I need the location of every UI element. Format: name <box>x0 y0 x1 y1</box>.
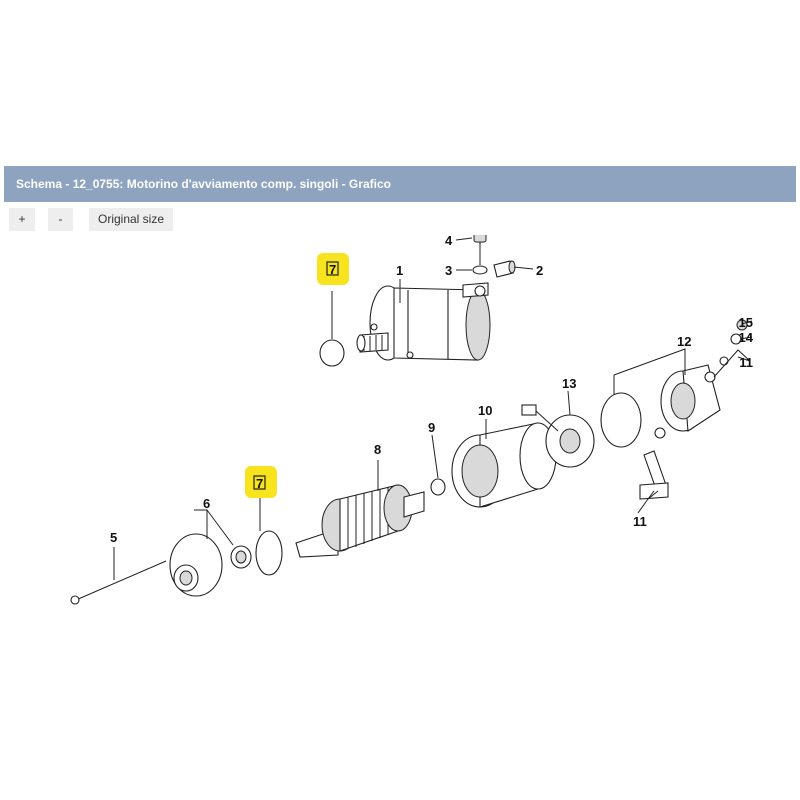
zoom-out-button[interactable]: - <box>48 208 73 231</box>
callout-9[interactable]: 9 <box>428 420 435 435</box>
part-6-drawing[interactable] <box>169 533 252 597</box>
starter-motor-drawing[interactable] <box>356 282 491 361</box>
callout-11-lower[interactable]: 11 <box>633 514 647 529</box>
diagram-svg: 1 2 3 4 5 6 7 7 8 9 10 11 11 12 13 14 15 <box>70 235 753 605</box>
zoom-in-button[interactable]: + <box>9 208 35 231</box>
part-8-armature[interactable] <box>295 484 425 558</box>
part-7-oring-top[interactable] <box>319 339 345 367</box>
callout-8[interactable]: 8 <box>374 442 381 457</box>
highlight-box-7-top <box>317 253 349 285</box>
callout-7-top[interactable]: 7 <box>329 262 336 277</box>
part-12-end-housing[interactable] <box>600 364 721 448</box>
leader-lines <box>113 237 753 580</box>
part-9-drawing[interactable] <box>430 478 446 496</box>
callout-1[interactable]: 1 <box>396 263 403 278</box>
part-4-drawing[interactable] <box>473 235 487 265</box>
callout-6[interactable]: 6 <box>203 496 210 511</box>
callout-box-7-top <box>326 261 339 276</box>
callout-4[interactable]: 4 <box>445 235 453 248</box>
callout-10[interactable]: 10 <box>478 403 492 418</box>
callout-11-upper[interactable]: 11 <box>739 355 753 370</box>
callout-3[interactable]: 3 <box>445 263 452 278</box>
callout-15[interactable]: 15 <box>739 315 753 330</box>
callout-14[interactable]: 14 <box>739 330 753 345</box>
part-15-drawing[interactable] <box>736 319 748 331</box>
highlight-box-7-bottom <box>245 466 277 498</box>
callout-7-bottom[interactable]: 7 <box>256 476 263 491</box>
callout-box-7-bottom <box>253 475 266 490</box>
callout-5[interactable]: 5 <box>110 530 117 545</box>
part-10-housing[interactable] <box>451 422 557 508</box>
part-7-ring-bottom[interactable] <box>255 530 283 576</box>
callout-13[interactable]: 13 <box>562 376 576 391</box>
exploded-parts-diagram: 1 2 3 4 5 6 7 7 8 9 10 11 11 12 13 14 15 <box>48 235 753 605</box>
diagram-header: Schema - 12_0755: Motorino d'avviamento … <box>4 166 796 202</box>
part-5-drawing[interactable] <box>70 560 167 605</box>
part-3-drawing[interactable] <box>472 265 488 275</box>
original-size-button[interactable]: Original size <box>89 208 173 231</box>
callout-2[interactable]: 2 <box>536 263 543 278</box>
diagram-title: Schema - 12_0755: Motorino d'avviamento … <box>16 177 391 191</box>
part-2-drawing[interactable] <box>493 260 516 278</box>
callout-12[interactable]: 12 <box>677 334 691 349</box>
